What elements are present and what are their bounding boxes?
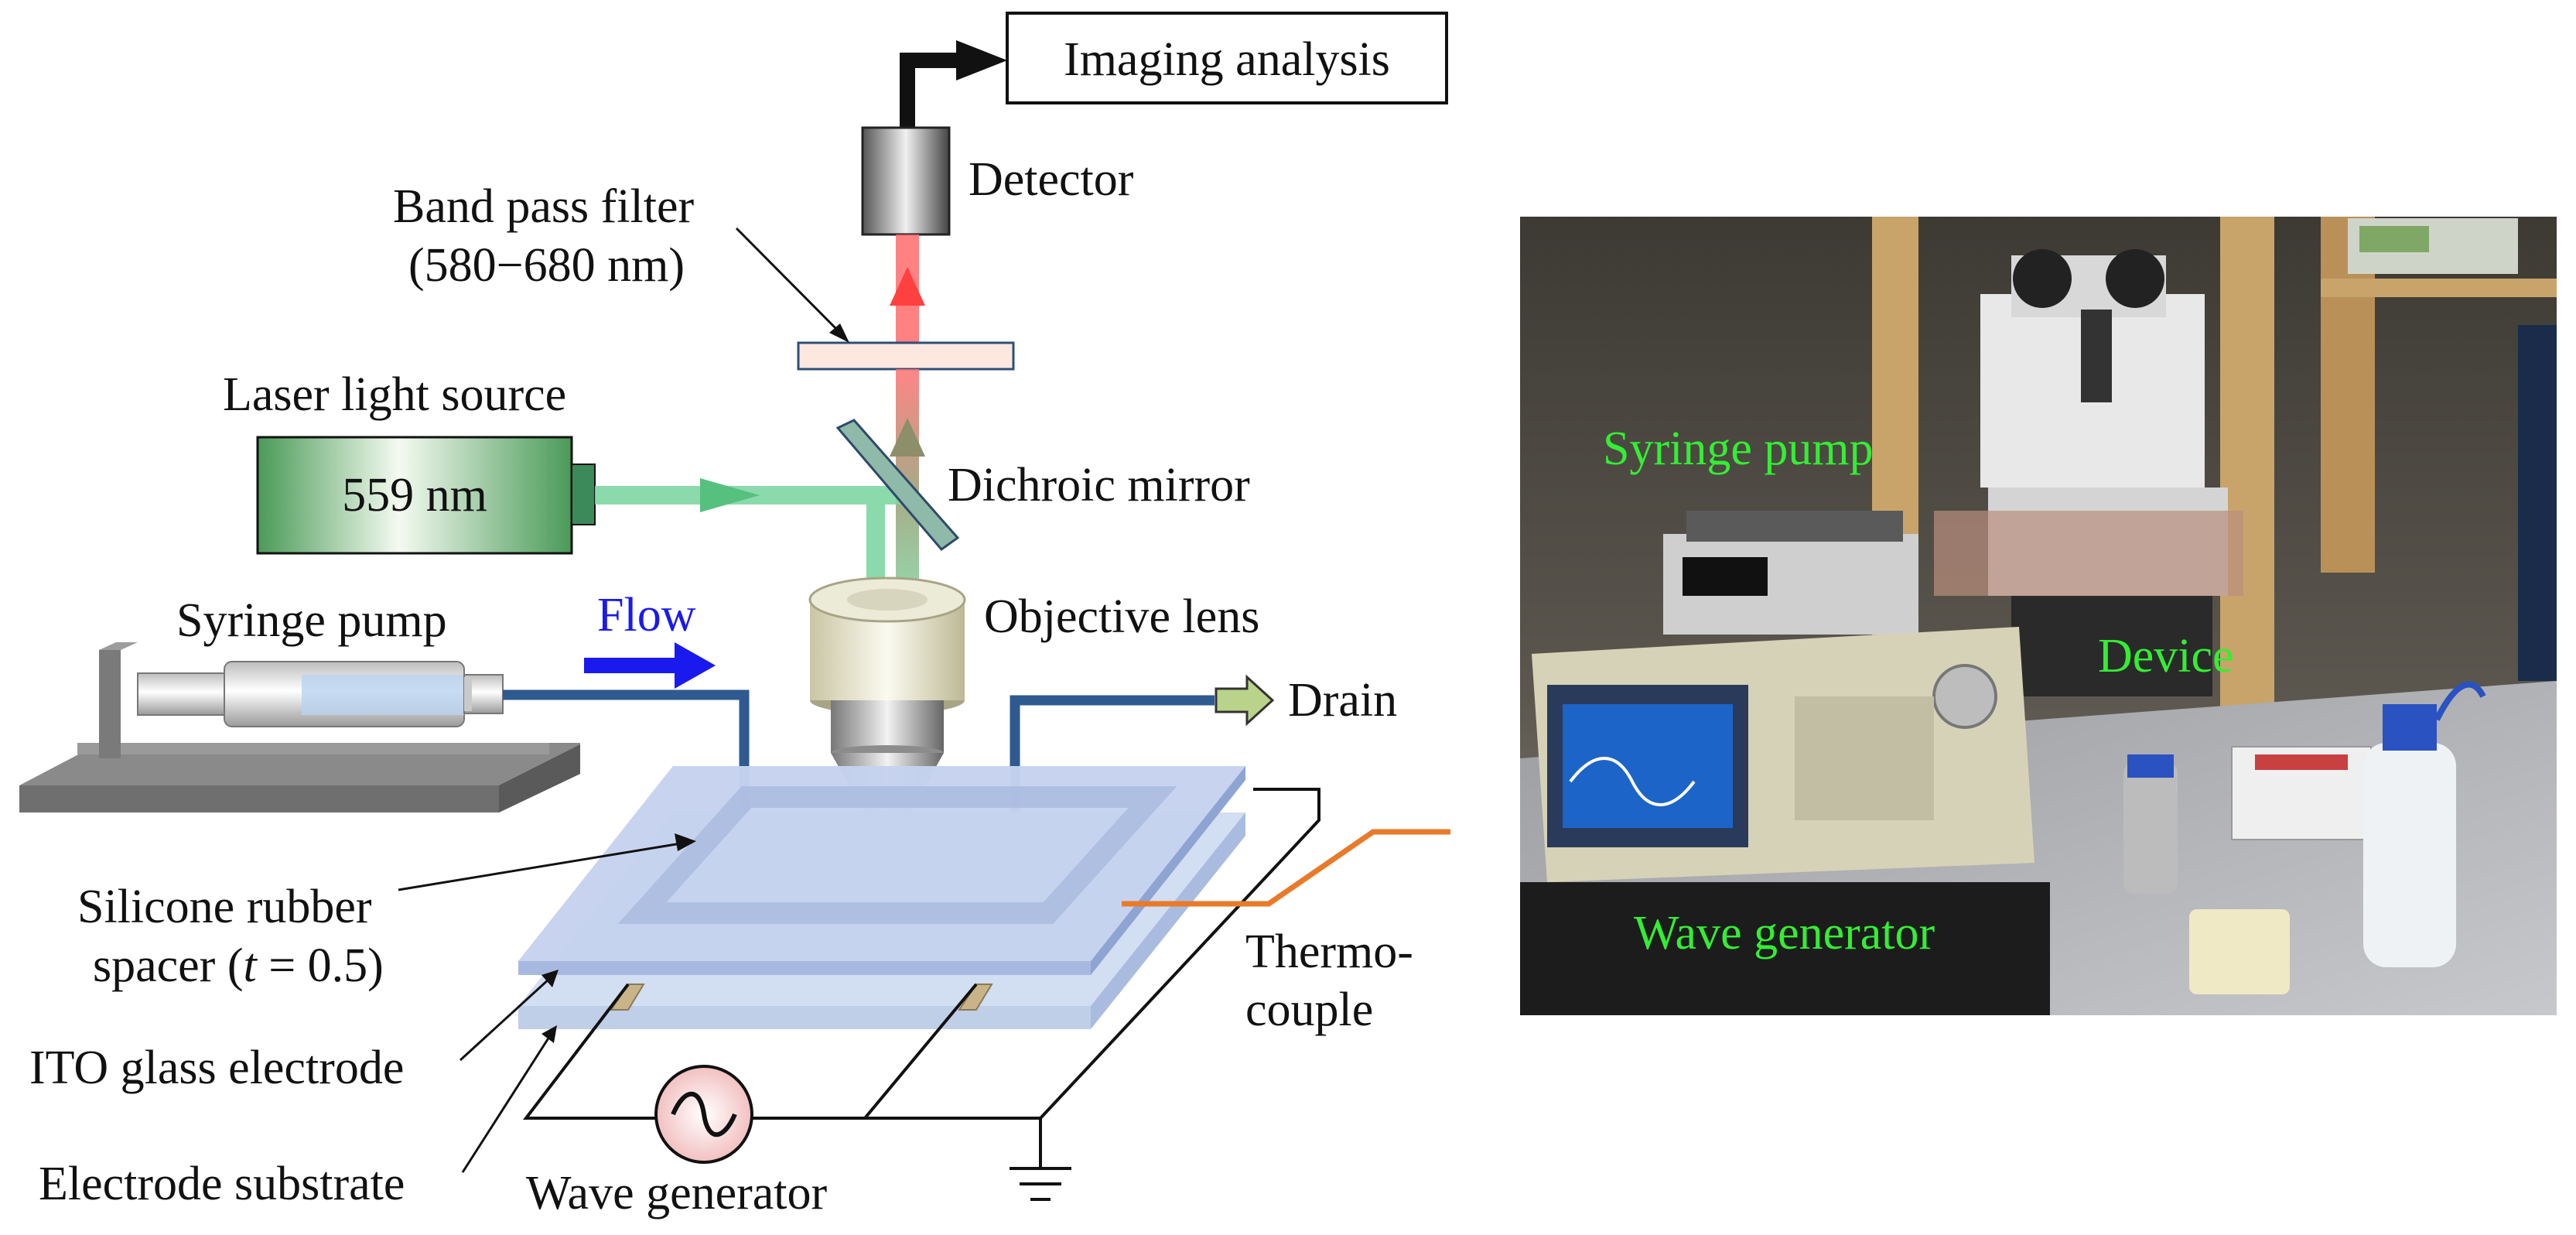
laser-aperture [571,464,596,525]
syringe-pump [19,642,580,812]
wave-generator-label: Wave generator [526,1167,828,1220]
silicone-rubber-label-2: spacer (t = 0.5) [93,939,384,992]
silicone-rubber-leader [398,833,696,891]
setup-photo [1520,217,2557,1015]
drain-arrow [1215,674,1275,727]
laser-light-source-label: Laser light source [223,368,566,421]
dichroic-mirror-label: Dichroic mirror [948,459,1250,511]
laser-beam-arrow [700,478,760,512]
detector-output-arrow [900,40,1007,128]
thermocouple-label-1: Thermo- [1245,925,1413,978]
vertical-beam-arrow [890,418,925,457]
band-pass-leader [735,227,849,343]
photo-wave-generator-label: Wave generator [1634,907,1935,960]
electrode-substrate-label: Electrode substrate [39,1158,405,1210]
laser-wavelength-label: 559 nm [342,469,487,522]
ito-glass-electrode-label: ITO glass electrode [29,1042,404,1094]
syringe-pump-label: Syringe pump [176,594,447,647]
photo-syringe-pump-label: Syringe pump [1603,422,1874,475]
band-pass-filter-label: Band pass filter [393,180,694,233]
imaging-analysis-box: Imaging analysis [1006,12,1448,104]
imaging-analysis-label: Imaging analysis [1064,33,1390,86]
flow-label: Flow [597,589,696,641]
electrode-substrate-leader [461,1025,557,1173]
device-stack [518,766,1245,1029]
drain-label: Drain [1288,674,1397,727]
ito-glass-leader [459,970,559,1062]
dichroic-mirror [835,419,960,552]
flow-arrow [584,642,716,689]
silicone-rubber-spacer [617,786,1177,924]
photo-device-label: Device [2098,630,2234,682]
detector [861,126,951,236]
thermocouple-label-2: couple [1245,984,1373,1036]
wave-generator-symbol [654,1065,753,1164]
laser-light-source [256,436,573,555]
objective-lens-label: Objective lens [984,590,1259,643]
circuit-wires [522,788,1320,1201]
thermocouple-wire [1122,829,1450,907]
band-pass-range-label: (580−680 nm) [408,239,685,292]
silicone-rubber-label-1: Silicone rubber [77,881,372,933]
detector-label: Detector [969,153,1134,206]
band-pass-filter [797,341,1015,371]
emission-beam-arrow [890,267,925,306]
